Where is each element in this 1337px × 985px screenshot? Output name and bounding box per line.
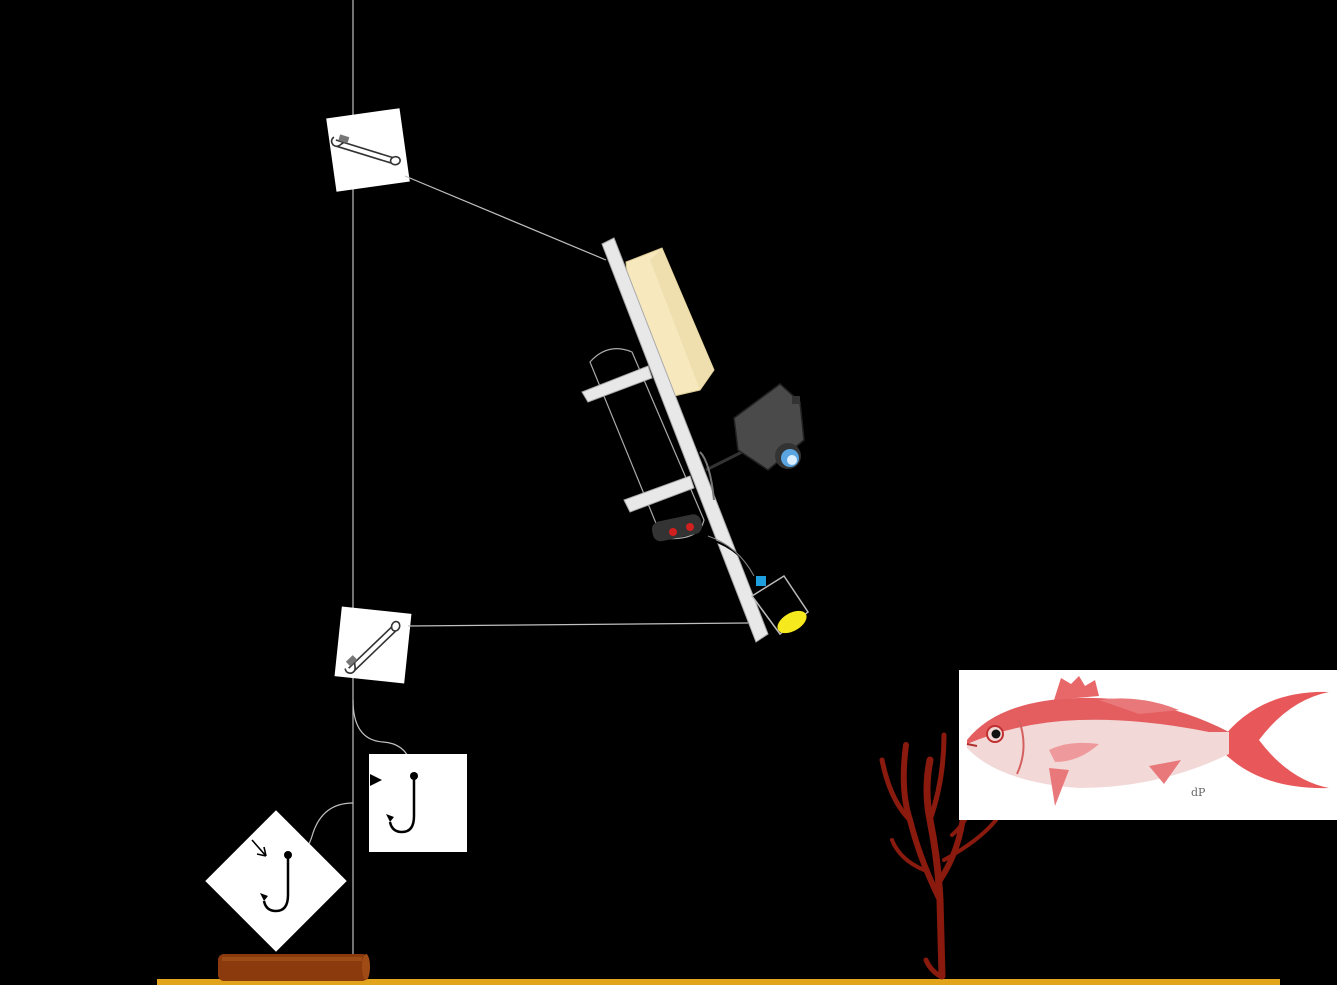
anchor-weight: [218, 954, 370, 981]
red-snapper: dP: [959, 670, 1337, 820]
baited-hook-lower: [205, 810, 347, 952]
safety-pin-swivel-lower: [334, 606, 412, 685]
dive-light: [750, 574, 810, 636]
baited-hook-upper: [369, 754, 467, 852]
fish-signature: dP: [1191, 786, 1206, 799]
camera-rig-frame: [581, 237, 810, 643]
upper-tether: [404, 175, 607, 261]
camera-icon: [699, 383, 805, 501]
fish-icon: [966, 676, 1329, 806]
seafloor: [157, 979, 1280, 985]
safety-pin-swivel-upper: [326, 108, 410, 192]
lower-tether: [407, 622, 749, 627]
